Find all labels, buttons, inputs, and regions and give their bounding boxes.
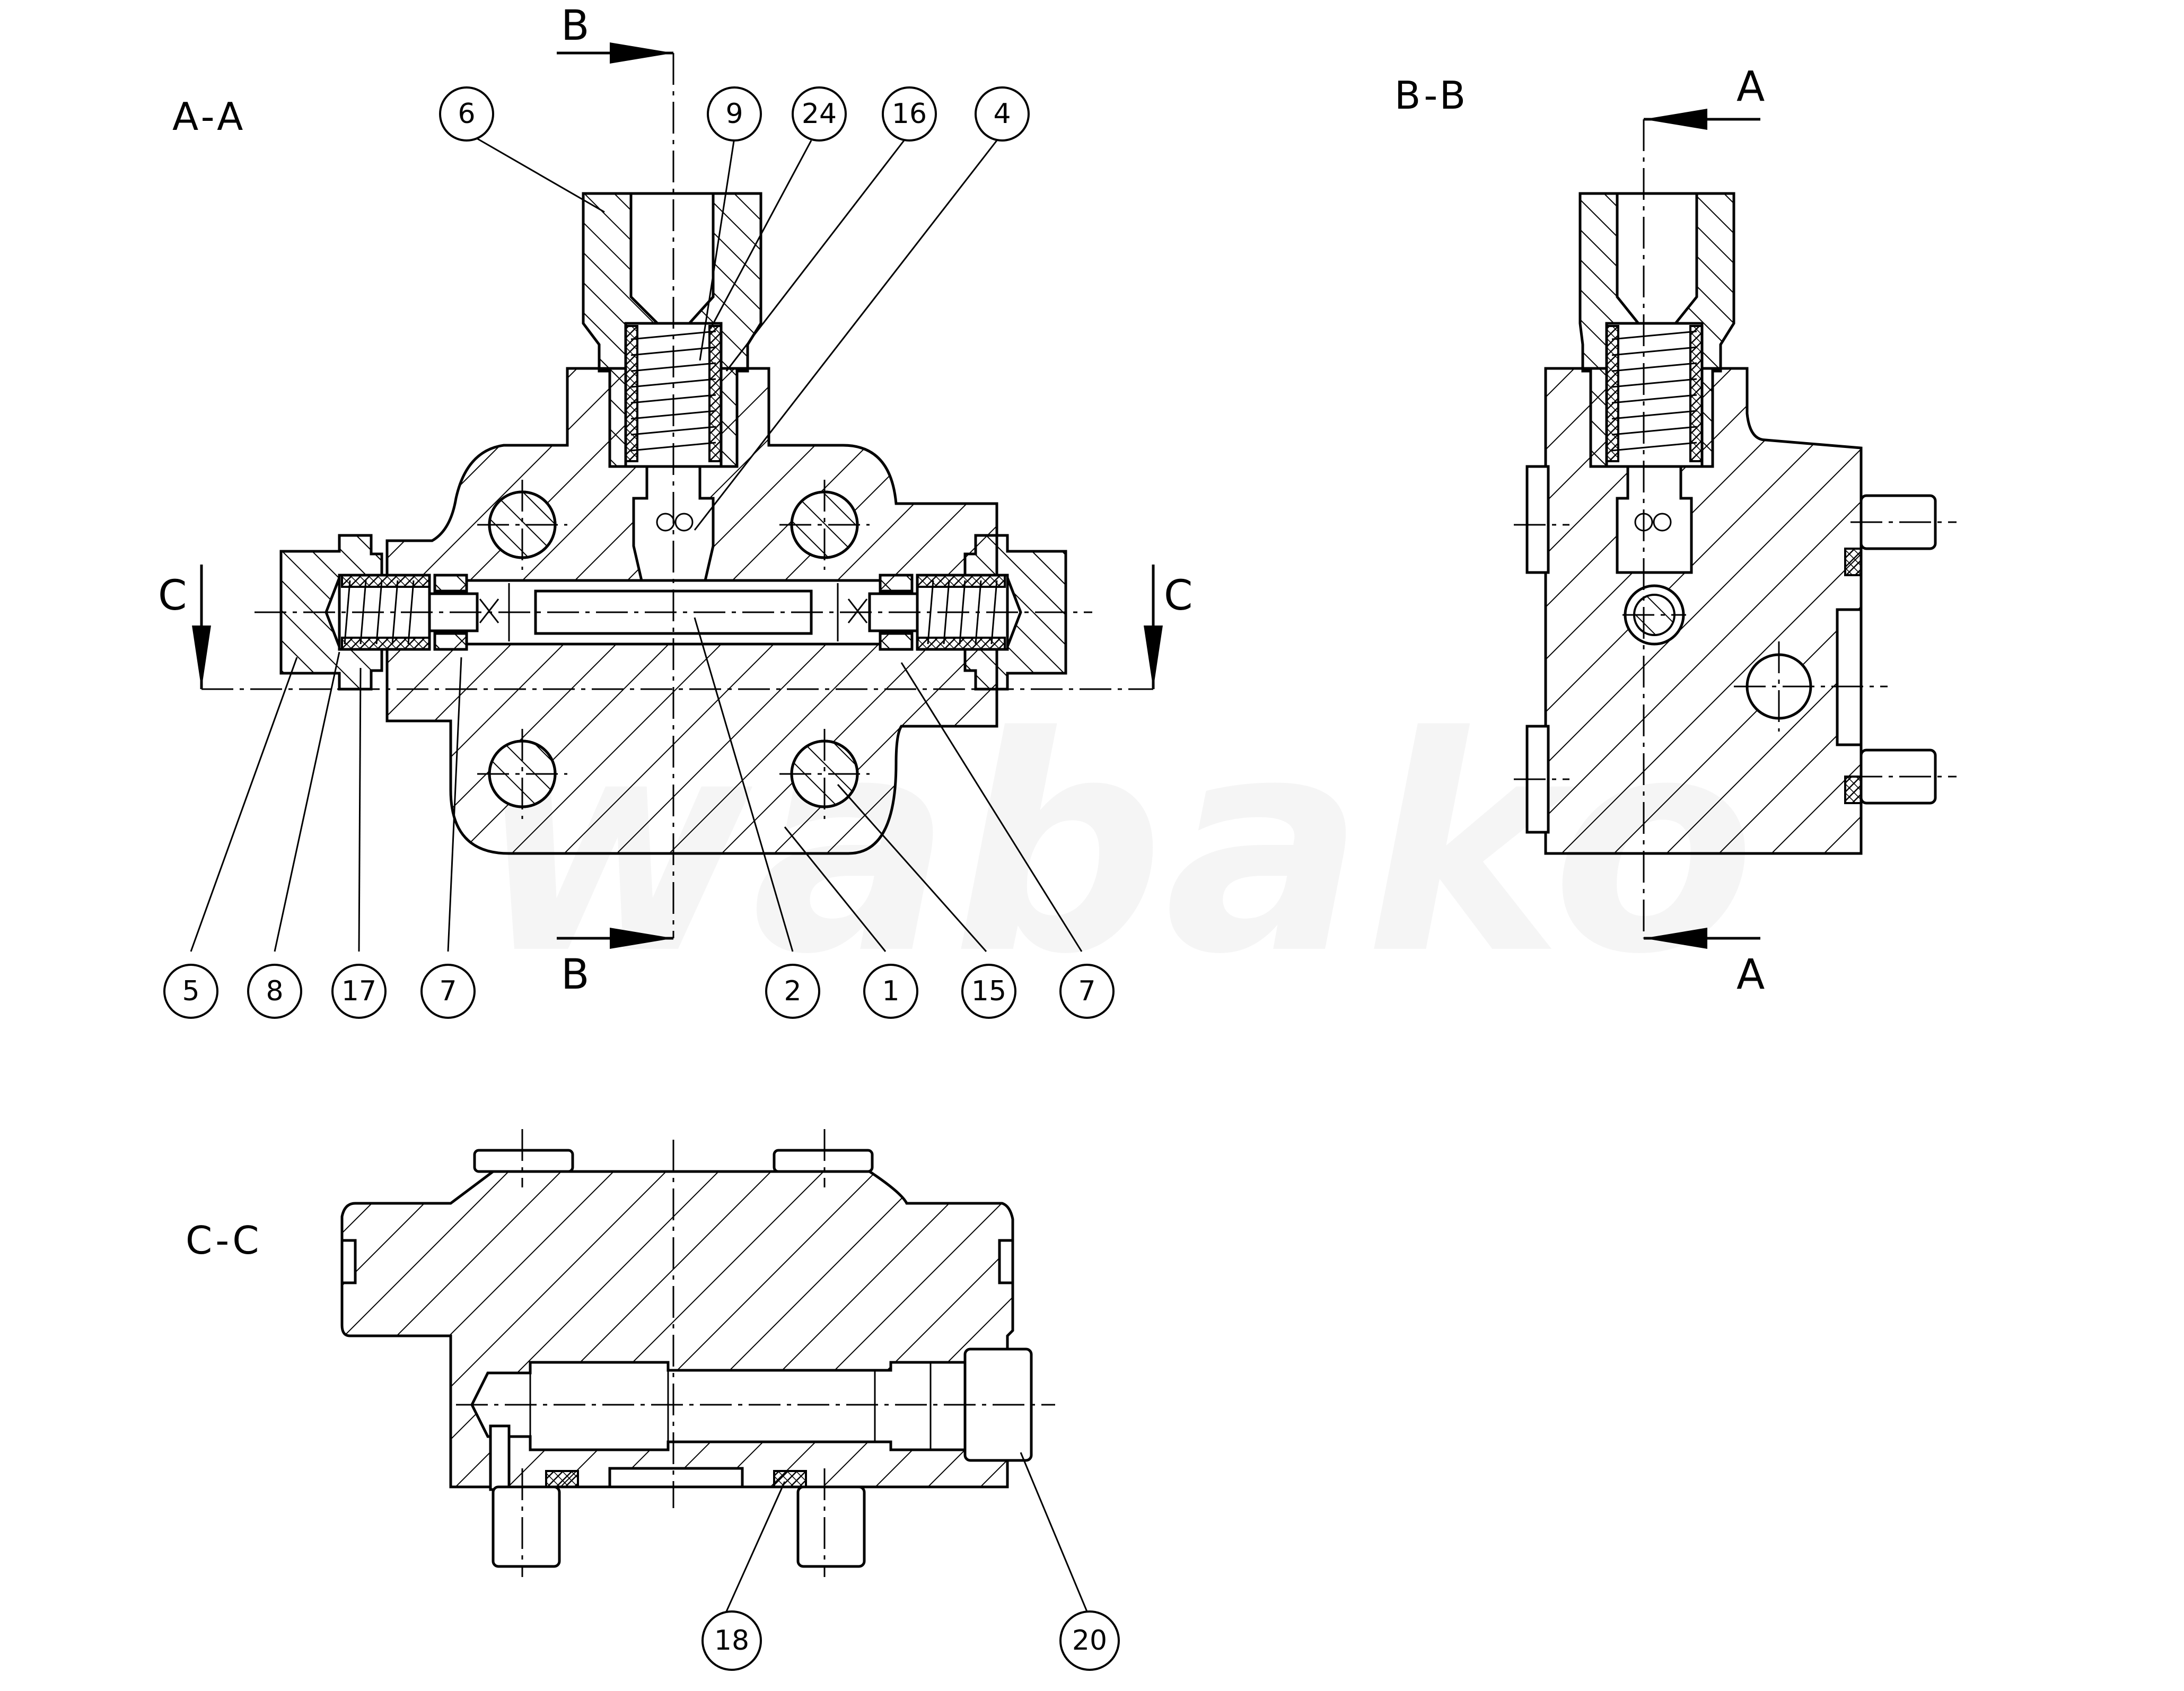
section-c-right-label: C [1164, 572, 1192, 620]
balloon-16: 16 [882, 86, 937, 142]
cc-bottom-pin-left [492, 1485, 561, 1568]
view-label-bb: B-B [1394, 73, 1469, 118]
section-b-bottom-label: B [561, 951, 590, 999]
balloon-7-right: 7 [1059, 964, 1115, 1019]
bb-spring-chamber [1605, 322, 1704, 468]
svg-text:18: 18 [714, 1625, 749, 1657]
svg-text:17: 17 [341, 975, 376, 1007]
balloon-24: 24 [792, 86, 847, 142]
svg-text:24: 24 [802, 98, 837, 130]
view-b-b: B-B [1394, 63, 1957, 999]
balloon-4: 4 [975, 86, 1030, 142]
svg-text:16: 16 [892, 98, 927, 130]
balloon-2: 2 [765, 964, 820, 1019]
cc-bore [470, 1361, 998, 1451]
svg-text:15: 15 [971, 975, 1006, 1007]
svg-text:5: 5 [182, 975, 199, 1007]
cc-top-boss-right [773, 1149, 874, 1173]
section-b-top-label: B [561, 2, 590, 50]
view-c-c: C-C 18 20 [186, 1129, 1120, 1671]
view-label-aa: A-A [172, 94, 246, 139]
section-a-top-label: A [1736, 63, 1765, 111]
bb-left-boss-top [1525, 465, 1550, 574]
cc-top-boss-left [473, 1149, 574, 1173]
aa-top-spring [625, 325, 722, 462]
svg-text:8: 8 [266, 975, 283, 1007]
balloon-17: 17 [331, 964, 387, 1019]
bb-top-spring [1606, 325, 1703, 462]
svg-text:9: 9 [725, 98, 743, 130]
section-a-bottom-label: A [1736, 951, 1765, 999]
svg-text:2: 2 [784, 975, 801, 1007]
svg-text:20: 20 [1072, 1625, 1107, 1657]
section-c-left-label: C [158, 572, 187, 620]
balloon-8: 8 [247, 964, 302, 1019]
balloon-18: 18 [701, 1610, 762, 1671]
balloon-20: 20 [1059, 1610, 1120, 1671]
aa-top-cap-bore [629, 192, 715, 325]
svg-text:4: 4 [993, 98, 1011, 130]
balloon-6: 6 [439, 86, 494, 142]
balloon-9: 9 [707, 86, 762, 142]
balloon-15: 15 [961, 964, 1016, 1019]
balloon-7-left: 7 [420, 964, 476, 1019]
balloon-5: 5 [163, 964, 218, 1019]
svg-text:7: 7 [1078, 975, 1095, 1007]
balloon-1: 1 [863, 964, 918, 1019]
svg-text:7: 7 [439, 975, 457, 1007]
svg-text:1: 1 [882, 975, 899, 1007]
cc-bottom-pin-right [796, 1485, 866, 1568]
view-label-cc: C-C [186, 1218, 262, 1263]
aa-leaders-top [190, 131, 1083, 952]
svg-text:6: 6 [458, 98, 475, 130]
view-a-a: A-A [158, 2, 1192, 1019]
cc-seal-right [773, 1470, 807, 1488]
cc-seal-left [545, 1470, 579, 1488]
